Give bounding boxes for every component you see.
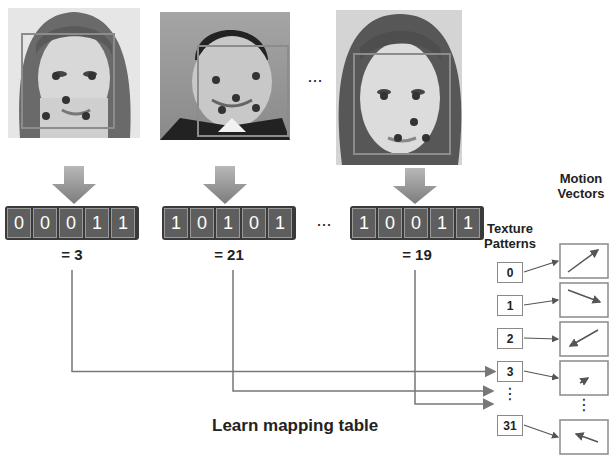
column-heading: Motion Vectors [551,172,611,202]
bit-cell: 1 [352,208,376,238]
texture-pattern-box: 1 [497,295,523,316]
bit-value: 1 [437,213,447,234]
caption-label: Learn mapping table [212,416,412,436]
texture-pattern-box: 3 [497,361,523,382]
bit-cell: 0 [59,208,83,238]
bit-cell: 1 [85,208,109,238]
bit-cell: 0 [378,208,402,238]
pattern-index: 0 [507,266,514,280]
binary-code: = 2110101 [162,206,296,268]
bit-cell: 0 [190,208,214,238]
face-photo [8,8,140,138]
mapping-arrow [524,261,558,437]
bit-value: 0 [40,213,50,234]
texture-pattern-box: 2 [497,328,523,349]
bit-value: 1 [118,213,128,234]
bit-value: 1 [223,213,233,234]
ellipsis: ... [300,66,330,87]
motion-vector-box [560,244,608,454]
bit-cell: 1 [164,208,188,238]
bit-value: 0 [14,213,24,234]
texture-pattern-box: 0 [497,262,523,283]
column-heading: Texture Patterns [478,222,542,252]
bit-value: 1 [171,213,181,234]
bit-cell: 0 [242,208,266,238]
pattern-index: 2 [507,332,514,346]
bit-cell: 0 [404,208,428,238]
bit-value: 0 [385,213,395,234]
bit-value: 1 [359,213,369,234]
lookup-line [233,270,493,404]
bit-value: 0 [66,213,76,234]
motion-vector [568,250,600,442]
pattern-index: 3 [507,365,514,379]
lookup-line [72,270,495,372]
binary-code: = 300011 [5,206,139,268]
pattern-index: 1 [507,299,514,313]
binary-code: = 1910011 [350,206,484,268]
code-value: = 3 [5,246,139,263]
ellipsis: ... [306,210,342,231]
ellipsis-vertical: ⋮ [572,396,596,414]
face-photo [160,12,290,140]
bit-cell: 0 [33,208,57,238]
bit-cell: 1 [111,208,135,238]
bit-value: 0 [411,213,421,234]
ellipsis-vertical: ⋮ [497,385,523,403]
bit-cell: 1 [430,208,454,238]
bit-cell: 1 [456,208,480,238]
pattern-index: 31 [503,419,516,433]
face-photo [336,10,462,165]
bit-value: 1 [275,213,285,234]
bit-value: 0 [197,213,207,234]
bit-cell: 1 [216,208,240,238]
down-arrow [52,166,437,204]
code-value: = 19 [350,246,484,263]
bit-value: 1 [463,213,473,234]
bit-value: 0 [249,213,259,234]
bit-cell: 1 [268,208,292,238]
bit-value: 1 [92,213,102,234]
code-value: = 21 [162,246,296,263]
texture-pattern-box: 31 [497,415,523,436]
bit-cell: 0 [7,208,31,238]
